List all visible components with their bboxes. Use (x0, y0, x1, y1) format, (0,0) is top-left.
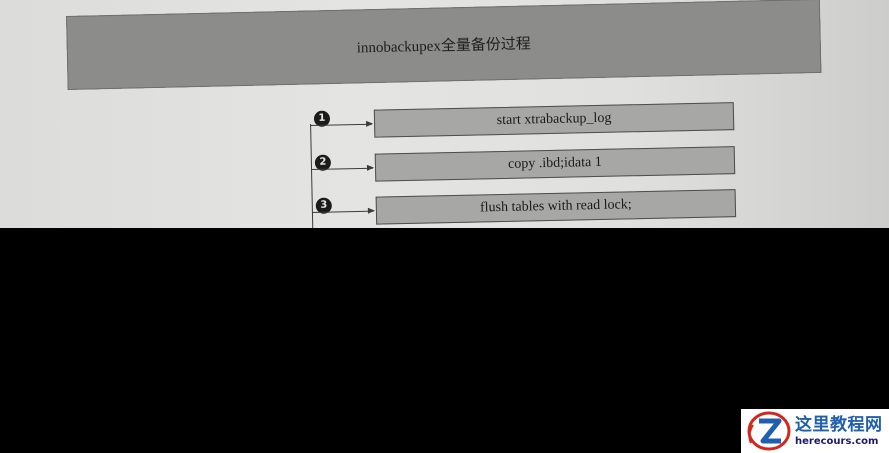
step-3-label: flush tables with read lock; (479, 197, 632, 216)
step-2-connector (311, 167, 374, 170)
step-1-arrow-icon (366, 120, 374, 127)
step-2-arrow-icon (366, 164, 375, 171)
watermark-site-url: herecours.com (795, 435, 879, 447)
step-3-connector (311, 210, 374, 213)
step-1-connector (310, 123, 373, 126)
step-1-label: start xtrabackup_log (496, 110, 612, 129)
step-2-label: copy .ibd;idata 1 (507, 154, 602, 172)
step-2-box: copy .ibd;idata 1 (374, 146, 736, 182)
site-watermark: 这里教程网 herecours.com (741, 409, 889, 453)
step-3-arrow-icon (367, 207, 375, 214)
site-logo-icon (747, 411, 791, 451)
document-page: innobackupex全量备份过程 1 start xtrabackup_lo… (0, 0, 889, 228)
watermark-site-name: 这里教程网 (795, 414, 883, 435)
step-3-box: flush tables with read lock; (375, 189, 737, 225)
step-1-box: start xtrabackup_log (373, 102, 735, 138)
process-flow: 1 start xtrabackup_log 2 copy .ibd;idata… (310, 102, 737, 228)
